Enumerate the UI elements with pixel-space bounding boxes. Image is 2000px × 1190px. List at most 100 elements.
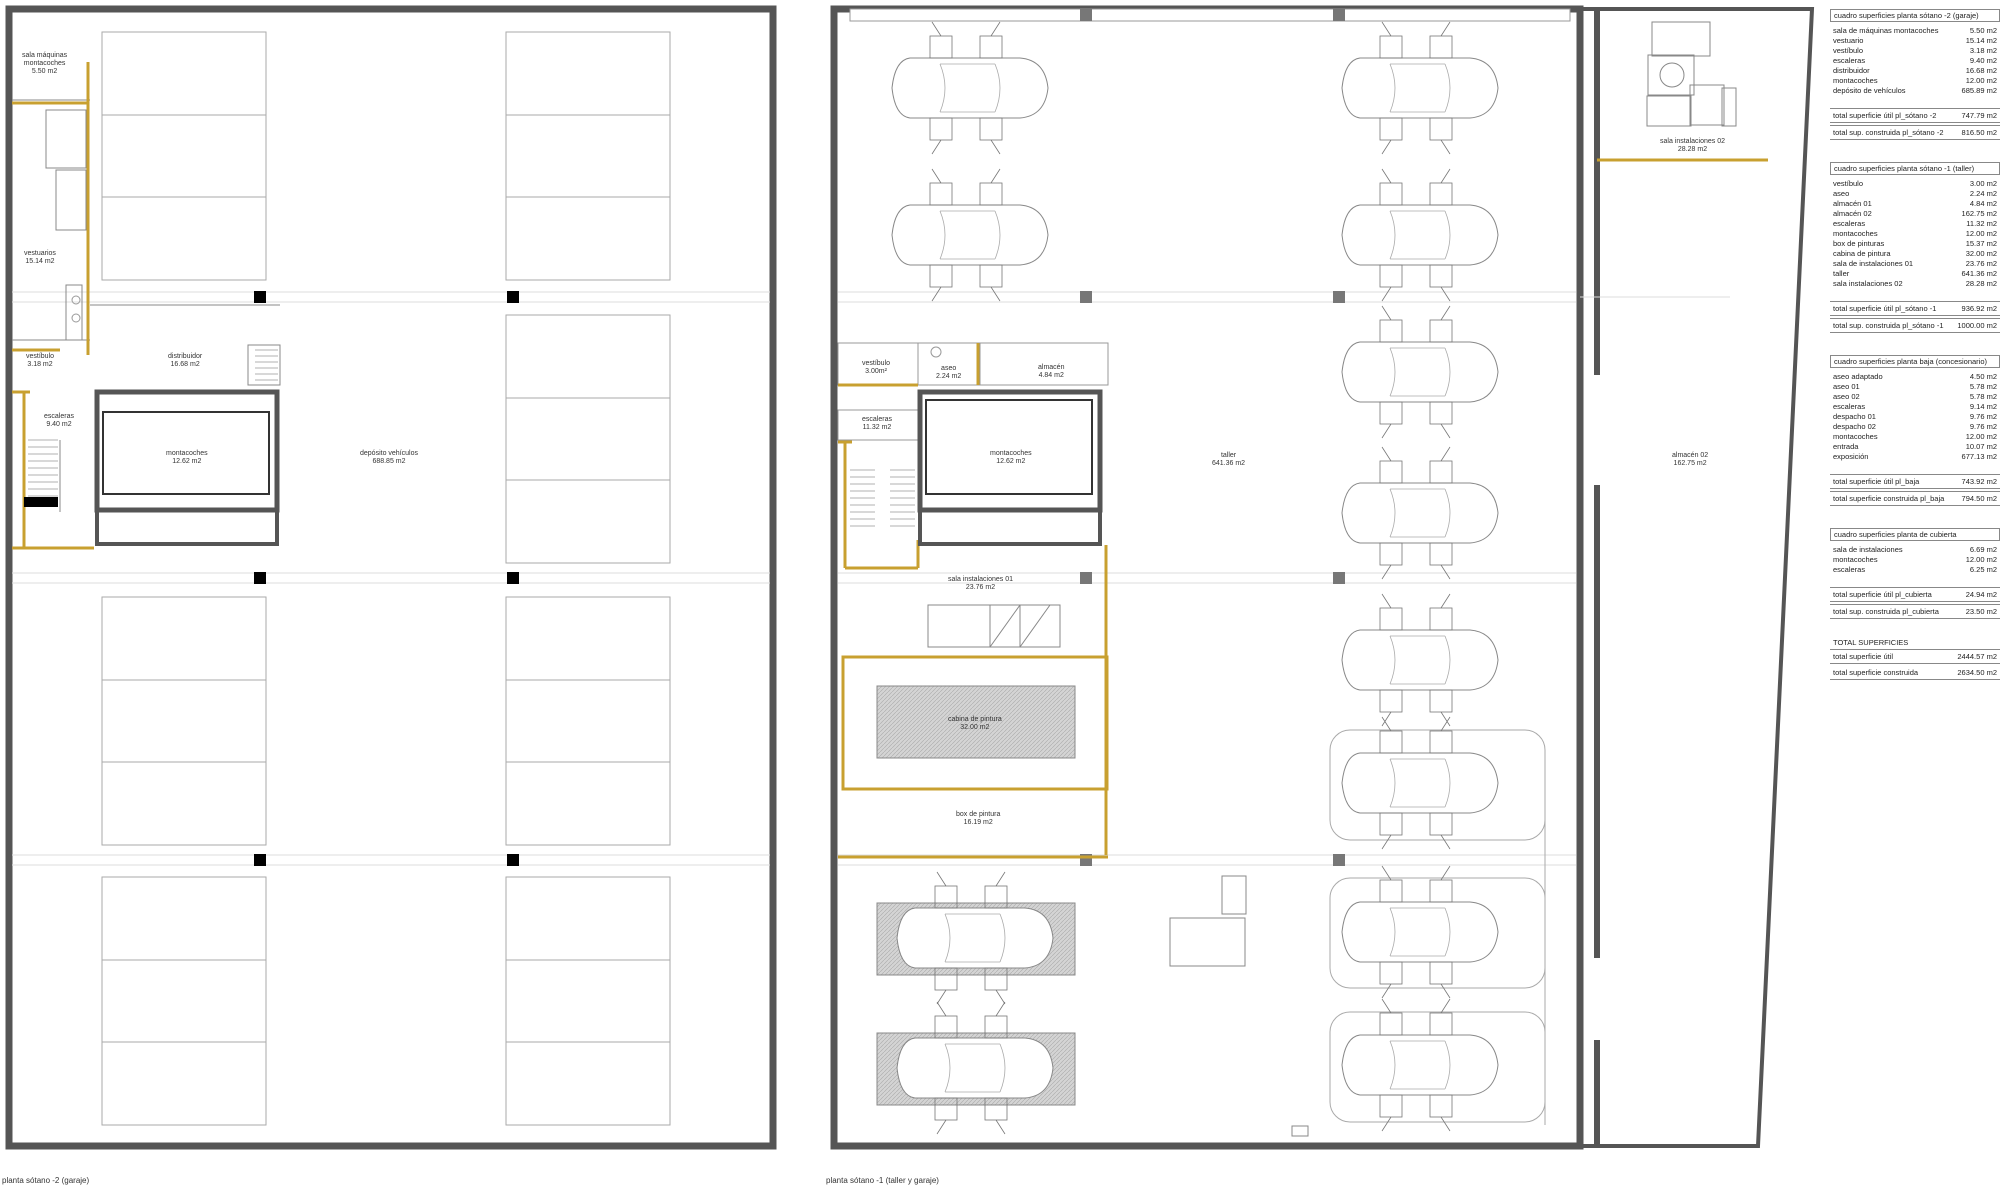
area-row-label: sala de instalaciones [1833,545,1903,554]
area-row-label: vestíbulo [1833,46,1864,55]
area-row-label: montacoches [1833,229,1878,238]
area-row-value: 9.76 m2 [1969,422,1997,431]
room-label-box: box de pintura 16.19 m2 [956,811,1001,826]
room-label-almacen02: almacén 02 162.75 m2 [1672,452,1709,467]
area-row-value: 15.14 m2 [1965,36,1997,45]
area-table: cuadro superficies planta sótano -1 (tal… [1830,162,2000,333]
area-row-value: 685.89 m2 [1961,86,1997,95]
room-label-vestibulo: vestíbulo 3.18 m2 [26,353,55,368]
area-row: taller 641.36 m2 [1830,269,2000,279]
grand-total-label: total superficie construida [1833,668,1919,677]
area-total-label: total sup. construida pl_sótano -2 [1833,128,1944,137]
area-total-label: total superficie útil pl_sótano -1 [1833,304,1937,313]
room-label-almacen: almacén 4.84 m2 [1038,364,1065,379]
room-label-sala-maquinas: sala máquinas montacoches 5.50 m2 [22,52,68,75]
area-row-label: almacén 02 [1833,209,1872,218]
area-row-label: box de pinturas [1833,239,1885,248]
room-label-aseo: aseo 2.24 m2 [936,365,962,380]
room-label-escaleras-r: escaleras 11.32 m2 [862,416,892,431]
room-label-distribuidor: distribuidor 16.68 m2 [168,353,203,368]
room-label-sala-inst02: sala instalaciones 02 28.28 m2 [1660,138,1725,153]
area-row-label: vestíbulo [1833,179,1864,188]
area-total-row: total sup. construida pl_sótano -1 1000.0… [1830,318,2000,333]
area-total-label: total superficie construida pl_baja [1833,494,1945,503]
area-row-value: 12.00 m2 [1965,229,1997,238]
area-row-value: 162.75 m2 [1961,209,1997,218]
area-total-row: total superficie construida pl_baja 794.5… [1830,491,2000,506]
room-label-sala-inst01: sala instalaciones 01 23.76 m2 [948,576,1013,591]
area-row-value: 28.28 m2 [1965,279,1997,288]
area-row-label: aseo 02 [1833,392,1860,401]
area-total-label: total sup. construida pl_sótano -1 [1833,321,1944,330]
area-tables: cuadro superficies planta sótano -2 (gar… [1830,9,2000,682]
area-row-value: 23.76 m2 [1965,259,1997,268]
area-row-value: 2.24 m2 [1969,189,1997,198]
area-row-label: almacén 01 [1833,199,1872,208]
area-row-label: despacho 01 [1833,412,1876,421]
area-total-label: total sup. construida pl_cubierta [1833,607,1939,616]
room-label-vestuarios: vestuarios 15.14 m2 [24,250,56,265]
area-row: montacoches 12.00 m2 [1830,229,2000,239]
area-row-label: escaleras [1833,56,1866,65]
area-row-value: 3.18 m2 [1969,46,1997,55]
area-row-label: montacoches [1833,76,1878,85]
area-total-label: total superficie útil pl_sótano -2 [1833,111,1937,120]
area-row-label: escaleras [1833,565,1866,574]
area-row-value: 10.07 m2 [1965,442,1997,451]
room-label-taller: taller 641.36 m2 [1212,452,1246,467]
area-row-value: 11.32 m2 [1966,219,1997,228]
area-table-title: cuadro superficies planta sótano -1 (tal… [1830,162,2000,175]
area-row-label: aseo 01 [1833,382,1860,391]
area-total-value: 794.50 m2 [1961,494,1997,503]
room-label-escaleras: escaleras 9.40 m2 [44,413,74,428]
area-row-value: 677.13 m2 [1961,452,1997,461]
area-row-value: 12.00 m2 [1965,432,1997,441]
area-row-label: aseo [1833,189,1850,198]
area-row-label: aseo adaptado [1833,372,1883,381]
area-row: escaleras 6.25 m2 [1830,565,2000,575]
room-label-cabina: cabina de pintura 32.00 m2 [948,716,1002,731]
caption-left-plan: planta sótano -2 (garaje) [2,1176,90,1185]
area-row-value: 641.36 m2 [1961,269,1997,278]
area-total-value: 1000.00 m2 [1957,321,1997,330]
area-row-label: taller [1833,269,1850,278]
area-row: despacho 02 9.76 m2 [1830,422,2000,432]
area-row-value: 6.25 m2 [1969,565,1997,574]
area-row: aseo 2.24 m2 [1830,189,2000,199]
area-row: entrada 10.07 m2 [1830,442,2000,452]
room-label-montacoches: montacoches 12.62 m2 [166,450,208,465]
area-row-label: escaleras [1833,402,1866,411]
area-row-value: 16.68 m2 [1965,66,1997,75]
area-table-title: cuadro superficies planta baja (concesio… [1830,355,2000,368]
area-row-label: entrada [1833,442,1859,451]
area-row-value: 32.00 m2 [1965,249,1997,258]
grand-total-value: 2634.50 m2 [1957,668,1997,677]
area-row-value: 6.69 m2 [1969,545,1997,554]
area-total-value: 936.92 m2 [1961,304,1997,313]
area-total-row: total superficie útil pl_sótano -1 936.92… [1830,301,2000,316]
area-row-label: despacho 02 [1833,422,1876,431]
